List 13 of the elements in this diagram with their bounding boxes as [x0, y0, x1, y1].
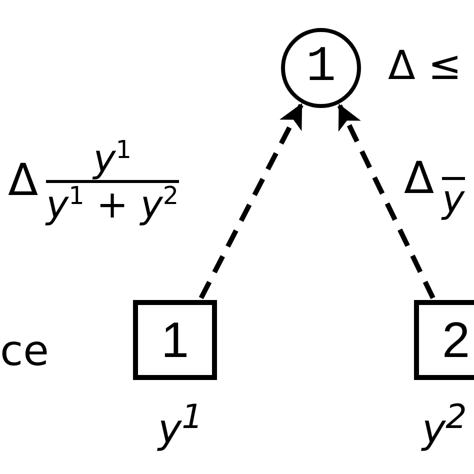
node-circle	[281, 28, 361, 108]
node-number: 2	[442, 315, 470, 365]
node-annotation: y$^{2}$	[422, 400, 467, 450]
node-square	[414, 300, 474, 380]
dashed-arrow	[337, 104, 436, 300]
text-label: ce	[0, 330, 49, 372]
node-annotation: Δ ≤	[388, 46, 462, 86]
node-annotation: y$^{1}$	[158, 400, 203, 450]
node-square	[133, 300, 217, 380]
node-number: 1	[306, 43, 336, 93]
edge-label: Δ y$^{1}$ y$^{1}$ + y$^{2}$	[8, 137, 179, 226]
node-number: 1	[161, 315, 189, 365]
dashed-arrow	[198, 103, 304, 300]
